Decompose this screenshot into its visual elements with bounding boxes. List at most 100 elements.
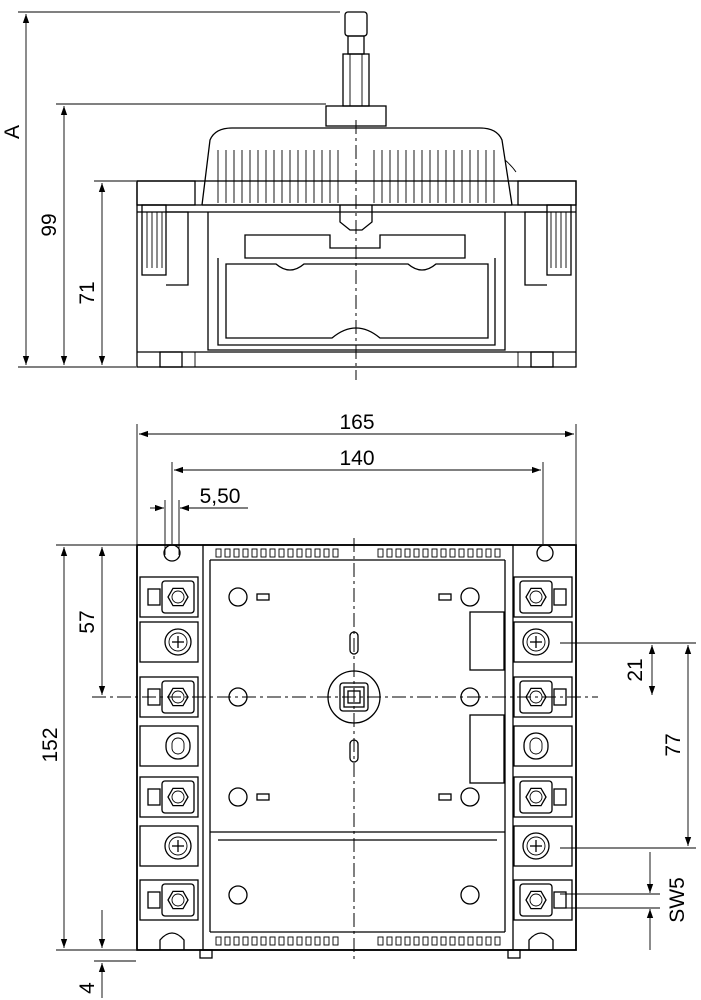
comb-tooth — [233, 548, 240, 558]
dim-4-label: 4 — [76, 982, 99, 994]
dimension-71: 71 — [76, 180, 136, 365]
dimension-77: 77 — [560, 642, 696, 849]
terminal-cell — [139, 621, 199, 663]
comb-tooth — [215, 548, 222, 558]
dimension-21: 21 — [560, 642, 660, 695]
hex-screw-centre — [171, 893, 185, 907]
hex-screw-centre — [529, 590, 543, 604]
dim-71-label: 71 — [76, 281, 99, 304]
comb-tooth — [422, 936, 429, 946]
terminal-screw-inner — [526, 632, 546, 652]
dimension-99: 99 — [38, 103, 326, 365]
terminal-screw — [522, 628, 550, 656]
terminal-screw — [522, 832, 550, 860]
terminal-cell — [513, 825, 573, 867]
mounting-holes — [228, 587, 480, 905]
terminal-cell — [139, 725, 199, 767]
side-view: A 99 71 — [1, 11, 577, 380]
terminal-cell — [139, 776, 199, 818]
dimension-152: 152 — [39, 544, 136, 951]
comb-tooth — [422, 548, 429, 558]
terminal-cell — [139, 825, 199, 867]
comb-tooth — [323, 548, 330, 558]
terminal-clamp — [519, 580, 553, 614]
terminal-cell — [139, 576, 199, 618]
terminal-tab — [147, 891, 161, 909]
comb-tooth — [395, 936, 402, 946]
dim-5-50-label: 5,50 — [200, 485, 241, 508]
terminal-cell — [513, 776, 573, 818]
terminal-clamp — [161, 580, 195, 614]
hex-screw — [167, 787, 189, 807]
slot-mark — [438, 793, 452, 801]
comb-tooth — [377, 548, 384, 558]
terminal-tab — [553, 588, 567, 606]
slot-mark — [256, 593, 270, 601]
terminal-clamp — [519, 780, 553, 814]
comb-tooth — [323, 936, 330, 946]
comb-tooth — [386, 936, 393, 946]
terminal-screw — [164, 628, 192, 656]
comb-tooth — [449, 936, 456, 946]
comb-tooth — [224, 936, 231, 946]
dim-152-label: 152 — [39, 727, 62, 762]
comb-tooth — [413, 548, 420, 558]
comb-tooth — [386, 548, 393, 558]
terminal-oval — [523, 732, 549, 760]
hex-screw-centre — [171, 790, 185, 804]
comb-tooth — [476, 548, 483, 558]
dim-SW5-label: SW5 — [666, 877, 689, 923]
mounting-hole — [460, 885, 480, 905]
terminal-clamp — [161, 883, 195, 917]
mounting-hole — [228, 787, 248, 807]
terminal-cell — [513, 879, 573, 921]
dimension-165: 165 — [136, 411, 577, 544]
hex-screw — [525, 787, 547, 807]
comb-tooth — [467, 548, 474, 558]
dim-99-label: 99 — [38, 213, 61, 236]
dimension-5-50: 5,50 — [150, 485, 248, 555]
comb-tooth — [332, 936, 339, 946]
comb-teeth — [215, 548, 501, 946]
terminal-tab — [147, 588, 161, 606]
comb-tooth — [242, 936, 249, 946]
dim-165-label: 165 — [339, 411, 374, 434]
comb-tooth — [395, 548, 402, 558]
hex-screw — [525, 890, 547, 910]
comb-tooth — [296, 548, 303, 558]
comb-tooth — [467, 936, 474, 946]
terminal-cell — [513, 621, 573, 663]
hex-screw-centre — [529, 790, 543, 804]
comb-tooth — [404, 548, 411, 558]
comb-tooth — [449, 548, 456, 558]
comb-tooth — [485, 936, 492, 946]
comb-tooth — [485, 548, 492, 558]
comb-tooth — [260, 936, 267, 946]
terminal-oval — [165, 732, 191, 760]
comb-tooth — [260, 548, 267, 558]
comb-tooth — [377, 936, 384, 946]
comb-tooth — [287, 936, 294, 946]
dimension-SW5: SW5 — [560, 852, 689, 950]
terminal-cell — [513, 725, 573, 767]
mounting-hole — [460, 587, 480, 607]
terminal-screw-inner — [168, 632, 188, 652]
centre-plate — [202, 544, 514, 951]
comb-tooth — [476, 936, 483, 946]
comb-tooth — [305, 936, 312, 946]
comb-tooth — [278, 548, 285, 558]
comb-tooth — [332, 548, 339, 558]
comb-tooth — [314, 548, 321, 558]
terminal-screw-inner — [168, 836, 188, 856]
comb-tooth — [287, 548, 294, 558]
slot-mark — [256, 793, 270, 801]
terminal-cell — [513, 576, 573, 618]
comb-tooth — [269, 936, 276, 946]
comb-tooth — [494, 548, 501, 558]
terminal-column-right — [513, 576, 573, 921]
comb-tooth — [440, 936, 447, 946]
comb-tooth — [215, 936, 222, 946]
hex-screw-centre — [171, 590, 185, 604]
terminal-oval-inner — [171, 737, 185, 755]
